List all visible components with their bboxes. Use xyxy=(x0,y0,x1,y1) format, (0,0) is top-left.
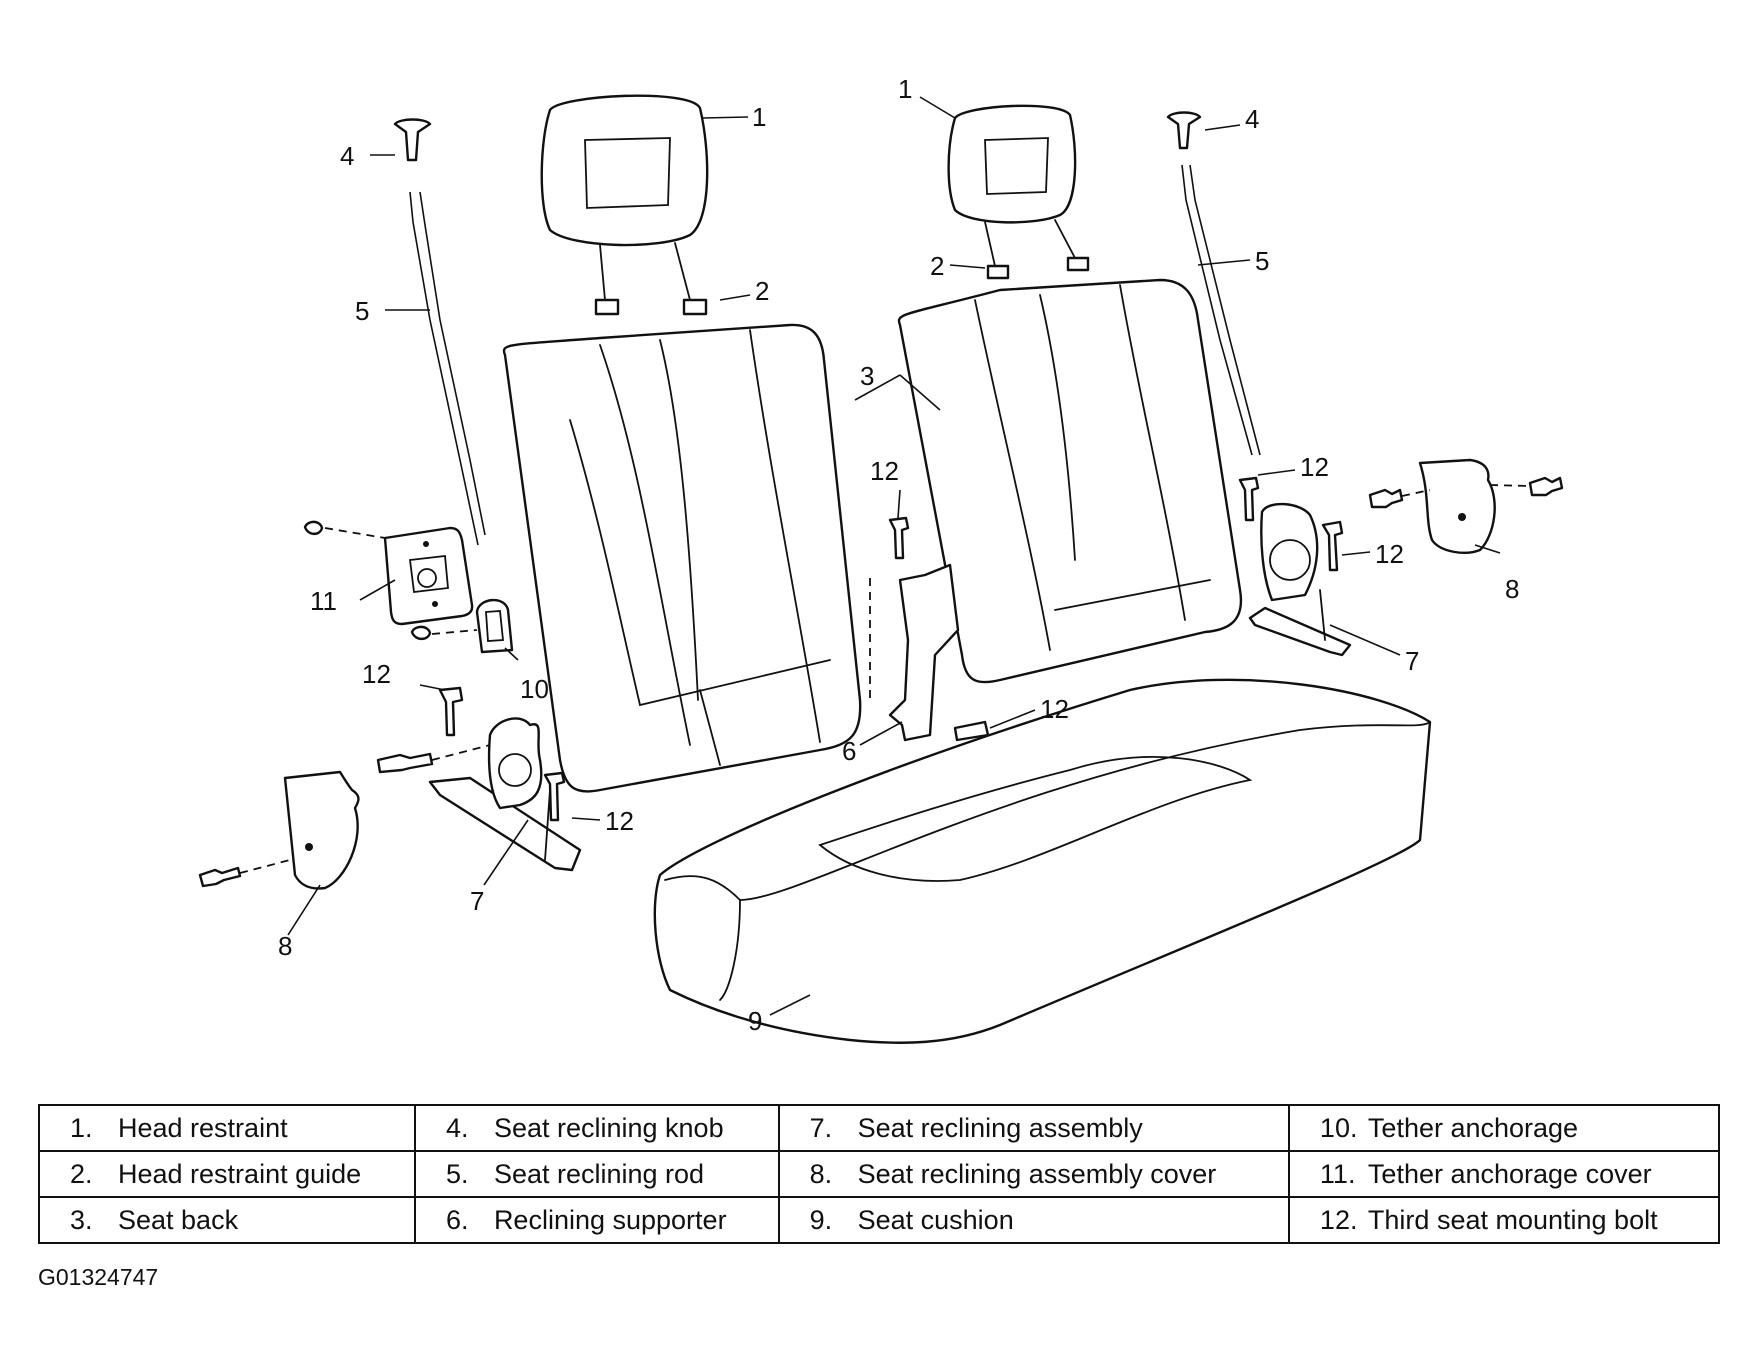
right-seat-back xyxy=(897,278,1243,684)
parts-legend-table: 1.Head restraint 4.Seat reclining knob 7… xyxy=(38,1104,1721,1244)
callout-10: 10 xyxy=(520,674,549,704)
tether-anchorage-cover xyxy=(383,526,474,626)
callout-11: 11 xyxy=(310,586,337,616)
legend-cell: 7.Seat reclining assembly xyxy=(777,1104,1290,1152)
legend-label: Seat cushion xyxy=(857,1204,1014,1235)
left-reclining-rod xyxy=(409,191,486,546)
callout-8-left: 8 xyxy=(278,931,292,961)
legend-label: Tether anchorage cover xyxy=(1367,1158,1652,1189)
callout-12-d: 12 xyxy=(1300,452,1329,482)
legend-label: Head restraint guide xyxy=(118,1158,362,1189)
legend-cell: 1.Head restraint xyxy=(38,1104,416,1152)
legend-cell: 8.Seat reclining assembly cover xyxy=(777,1150,1290,1198)
callout-8-right: 8 xyxy=(1505,574,1519,604)
left-seat-back xyxy=(502,323,862,793)
legend-label: Reclining supporter xyxy=(493,1204,727,1235)
legend-label: Seat reclining assembly xyxy=(857,1112,1143,1143)
figure-id: G01324747 xyxy=(38,1264,159,1290)
callout-2-left: 2 xyxy=(755,276,769,306)
right-reclining-knob xyxy=(1166,111,1202,150)
legend-label: Third seat mounting bolt xyxy=(1367,1204,1658,1235)
legend-cell: 12.Third seat mounting bolt xyxy=(1287,1196,1721,1244)
callout-1-left: 1 xyxy=(752,102,766,132)
legend-label: Tether anchorage xyxy=(1367,1112,1579,1143)
callout-12-f: 12 xyxy=(1040,694,1069,724)
callout-12-b: 12 xyxy=(605,806,634,836)
legend-label: Seat reclining knob xyxy=(493,1112,724,1143)
callout-12-e: 12 xyxy=(1375,539,1404,569)
legend-label: Seat reclining rod xyxy=(493,1158,705,1189)
left-head-restraint xyxy=(540,94,709,316)
callout-9: 9 xyxy=(748,1006,762,1036)
callout-3: 3 xyxy=(860,361,874,391)
callout-1-right: 1 xyxy=(898,74,912,104)
callout-4-left: 4 xyxy=(340,141,354,171)
callout-labels: 1 1 2 2 3 4 4 5 5 6 7 7 8 8 9 10 11 12 1… xyxy=(278,74,1519,1036)
legend-cell: 2.Head restraint guide xyxy=(38,1150,416,1198)
legend-cell: 3.Seat back xyxy=(38,1196,416,1244)
legend-label: Seat reclining assembly cover xyxy=(857,1158,1217,1189)
legend-cell: 4.Seat reclining knob xyxy=(413,1104,780,1152)
callout-12-c: 12 xyxy=(870,456,899,486)
callout-12-a: 12 xyxy=(362,659,391,689)
right-reclining-assembly xyxy=(1248,502,1352,657)
right-head-restraint xyxy=(947,104,1090,280)
callout-7-right: 7 xyxy=(1405,646,1419,676)
left-reclining-assembly xyxy=(428,717,582,872)
legend-row: 1.Head restraint 4.Seat reclining knob 7… xyxy=(38,1104,1721,1152)
third-seat-mounting-bolts xyxy=(198,476,1564,888)
legend-label: Seat back xyxy=(118,1204,239,1235)
reclining-supporter xyxy=(869,563,960,742)
legend-cell: 9.Seat cushion xyxy=(777,1196,1290,1244)
legend-cell: 10.Tether anchorage xyxy=(1287,1104,1721,1152)
callout-5-right: 5 xyxy=(1255,246,1269,276)
leader-lines xyxy=(239,96,1531,1016)
legend-cell: 11.Tether anchorage cover xyxy=(1287,1150,1721,1198)
callout-4-right: 4 xyxy=(1245,104,1259,134)
left-reclining-knob xyxy=(393,118,432,162)
callout-5-left: 5 xyxy=(355,296,369,326)
legend-cell: 5.Seat reclining rod xyxy=(413,1150,780,1198)
callout-6: 6 xyxy=(842,736,856,766)
left-reclining-assembly-cover xyxy=(283,770,360,890)
legend-cell: 6.Reclining supporter xyxy=(413,1196,780,1244)
callout-2-right: 2 xyxy=(930,251,944,281)
tether-anchorage xyxy=(475,598,514,654)
legend-label: Head restraint xyxy=(118,1112,288,1143)
right-reclining-rod xyxy=(1181,164,1261,456)
right-reclining-assembly-cover xyxy=(1418,458,1496,554)
legend-row: 3.Seat back 6.Reclining supporter 9.Seat… xyxy=(38,1196,1721,1244)
callout-7-left: 7 xyxy=(470,886,484,916)
legend-row: 2.Head restraint guide 5.Seat reclining … xyxy=(38,1150,1721,1198)
seat-exploded-diagram: 1 1 2 2 3 4 4 5 5 6 7 7 8 8 9 10 11 12 1… xyxy=(198,74,1564,1044)
